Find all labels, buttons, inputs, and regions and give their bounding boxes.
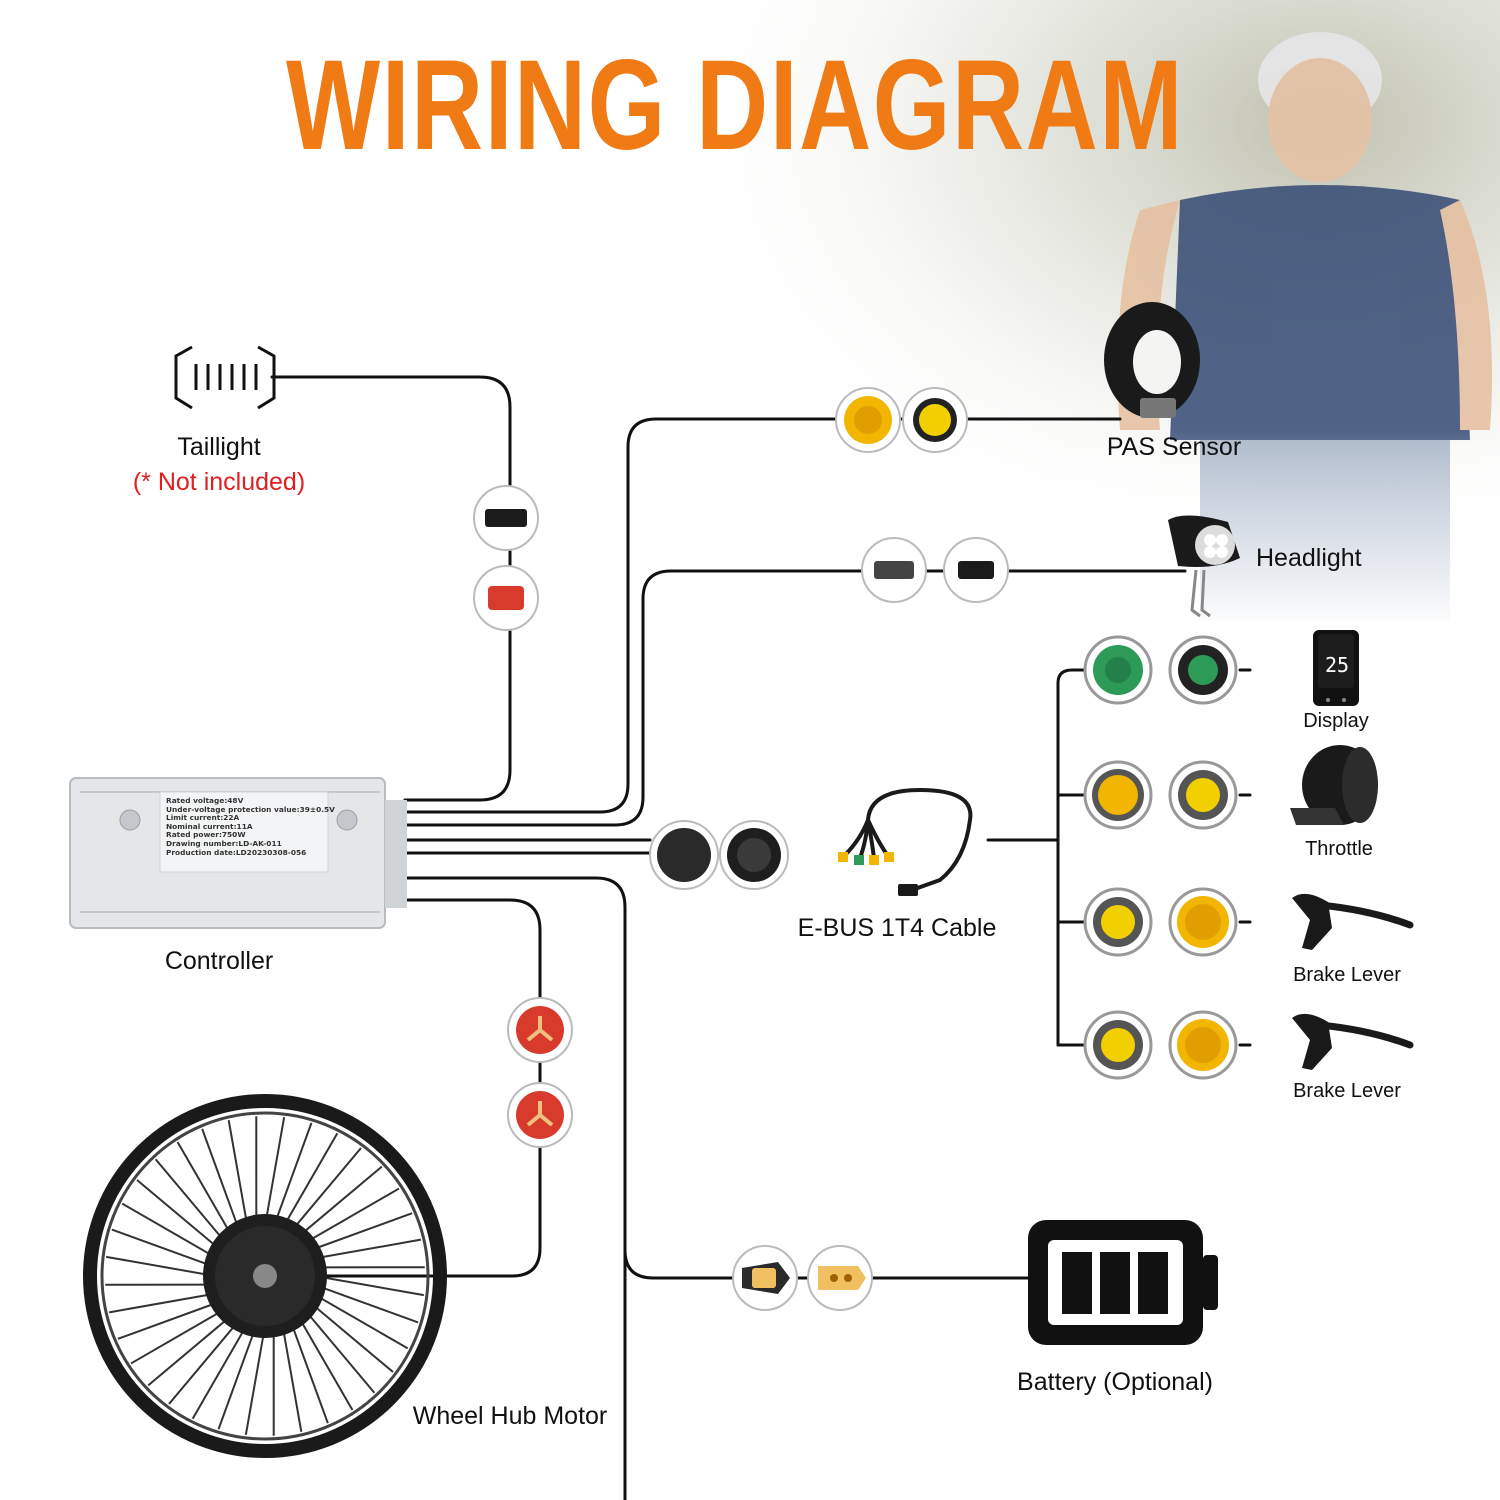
- controller-label: Controller: [164, 947, 274, 975]
- wheel-spoke: [130, 1307, 228, 1365]
- brake-lever-icon-1: [1292, 893, 1414, 950]
- taillight-icon: [174, 345, 276, 410]
- controller-spec-line: Drawing number:LD-AK-011: [166, 838, 282, 848]
- throttle-connector-1: [1083, 760, 1153, 830]
- controller-spec-plate: Rated voltage:48V Under-voltage protecti…: [166, 796, 335, 857]
- throttle-connector-2: [1168, 760, 1238, 830]
- taillight-note: (* Not included): [132, 468, 306, 496]
- wheel-spoke: [296, 1313, 354, 1411]
- battery-connector-1: [732, 1245, 798, 1311]
- wheel-spoke: [302, 1307, 376, 1394]
- wheel-spoke: [307, 1212, 413, 1252]
- wire-display: [1056, 668, 1252, 685]
- battery-label: Battery (Optional): [1017, 1368, 1213, 1396]
- wheel-spoke: [109, 1292, 219, 1314]
- throttle-label: Throttle: [1305, 838, 1373, 860]
- brake-1-connector-1: [1083, 887, 1153, 957]
- wheel-spoke: [217, 1324, 258, 1430]
- wire-taillight: [270, 375, 512, 802]
- wheel-spoke: [313, 1283, 419, 1324]
- battery-connector-2: [807, 1245, 873, 1311]
- wheel-spoke: [289, 1318, 329, 1424]
- headlight-connector-2: [943, 537, 1009, 603]
- wheel-spoke: [147, 1313, 234, 1387]
- controller-spec-line: Rated power:750W: [166, 830, 246, 840]
- wheel-spoke: [311, 1238, 421, 1260]
- display-reading: 25: [1325, 653, 1349, 677]
- ebus-cable-icon: [843, 787, 973, 892]
- wheel-hub-motor-label: Wheel Hub Motor: [412, 1402, 608, 1430]
- battery-icon: [1028, 1220, 1218, 1345]
- wheel-spoke: [136, 1179, 223, 1252]
- wheel-spoke: [201, 1128, 241, 1234]
- brake-2-connector-2: [1168, 1010, 1238, 1080]
- taillight-connector-1: [473, 485, 539, 551]
- wheel-spoke: [264, 1116, 286, 1227]
- ebus-connector-1: [649, 820, 719, 890]
- pas-sensor-label: PAS Sensor: [1106, 433, 1242, 461]
- display-label: Display: [1303, 710, 1369, 732]
- headlight-connector-1: [861, 537, 927, 603]
- wheel-spoke: [111, 1228, 217, 1269]
- taillight-connector-2: [473, 565, 539, 631]
- diagram-title: WIRING DIAGRAM: [285, 34, 1185, 177]
- ebus-cable-plugs: [838, 852, 918, 896]
- controller-spec-line: Production date:LD20230308-056: [166, 847, 307, 857]
- pas-connector-2: [902, 387, 968, 453]
- display-icon: 25: [1313, 630, 1359, 706]
- wheel-spoke: [244, 1325, 266, 1436]
- motor-connector-1: [507, 997, 573, 1063]
- wire-pas-sensor: [403, 417, 1122, 814]
- wire-motor: [263, 898, 542, 1278]
- motor-connector-2: [507, 1082, 573, 1148]
- wheel-spoke: [314, 1275, 425, 1297]
- wheel-spoke: [105, 1255, 216, 1277]
- wheel-spoke: [281, 1132, 339, 1230]
- pas-sensor-icon: [1104, 302, 1200, 418]
- wheel-hub-motor-icon: [83, 1094, 447, 1458]
- headlight-icon: [1168, 515, 1240, 618]
- wheel-spoke: [154, 1158, 228, 1245]
- wheel-spoke: [168, 1318, 241, 1405]
- wheel-spoke: [117, 1300, 223, 1340]
- display-connector-2: [1168, 635, 1238, 705]
- wheel-spoke: [307, 1300, 394, 1373]
- ebus-connector-2: [719, 820, 789, 890]
- controller-spec-line: Limit current:22A: [166, 813, 240, 823]
- controller-spec-line: Rated voltage:48V: [166, 796, 244, 805]
- wheel-spoke: [121, 1202, 219, 1260]
- taillight-label: Taillight: [177, 433, 261, 461]
- display-connector-1: [1083, 635, 1153, 705]
- wire-battery-h: [623, 1248, 1030, 1280]
- wheel-spoke: [302, 1187, 400, 1245]
- brake-2-connector-1: [1083, 1010, 1153, 1080]
- throttle-icon: [1290, 745, 1378, 825]
- ebus-cable-label: E-BUS 1T4 Cable: [797, 914, 997, 942]
- brake-lever-label-1: Brake Lever: [1293, 964, 1401, 986]
- wheel-spoke: [191, 1322, 249, 1420]
- connectors: [473, 387, 1238, 1311]
- wire-headlight: [403, 569, 1187, 827]
- wheel-spoke: [289, 1147, 362, 1234]
- wheel-spoke: [227, 1120, 249, 1230]
- controller-icon: [69, 777, 407, 929]
- wheel-spoke: [272, 1122, 313, 1228]
- wire-battery: [403, 876, 627, 1500]
- wheel-spoke: [176, 1141, 234, 1239]
- headlight-label: Headlight: [1256, 544, 1362, 572]
- brake-lever-label-2: Brake Lever: [1293, 1080, 1401, 1102]
- wheel-spoke: [296, 1165, 383, 1239]
- controller-spec-line: Under-voltage protection value:39±0.5V: [166, 804, 335, 814]
- brake-lever-icon-2: [1292, 1013, 1414, 1070]
- brake-1-connector-2: [1168, 887, 1238, 957]
- wheel-spoke: [311, 1292, 409, 1350]
- wheel-spoke: [281, 1322, 303, 1432]
- pas-connector-1: [835, 387, 901, 453]
- controller-spec-line: Nominal current:11A: [166, 821, 253, 831]
